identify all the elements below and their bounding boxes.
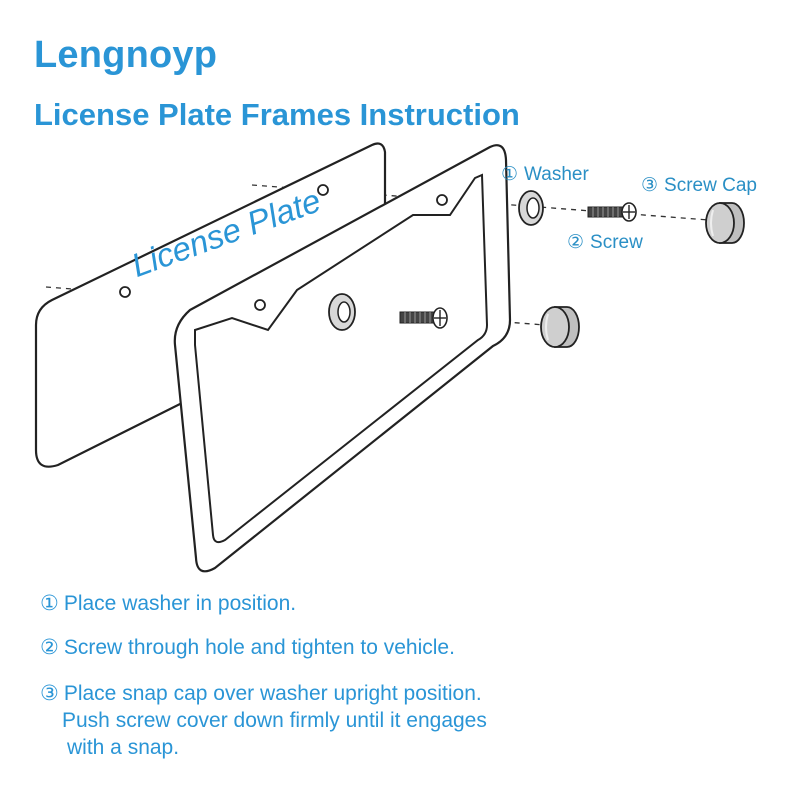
plate-hole-bottom <box>119 286 131 298</box>
instruction-title: License Plate Frames Instruction <box>34 97 520 132</box>
frame-window <box>194 173 489 544</box>
screw-cap-bottom <box>540 306 580 348</box>
screw-top <box>587 202 637 222</box>
washer-bottom <box>328 293 356 331</box>
screw-bottom <box>399 307 448 329</box>
screw-cap-top <box>705 202 745 244</box>
frame-hole-bottom <box>254 299 266 311</box>
brand-title: Lengnoyp <box>34 34 218 76</box>
step-3-line-2: Push screw cover down firmly until it en… <box>62 709 487 732</box>
step-3-line-3: with a snap. <box>67 736 180 759</box>
washer-top <box>518 190 544 226</box>
plate-hole-top <box>317 184 329 196</box>
frame-hole-top <box>436 194 448 206</box>
